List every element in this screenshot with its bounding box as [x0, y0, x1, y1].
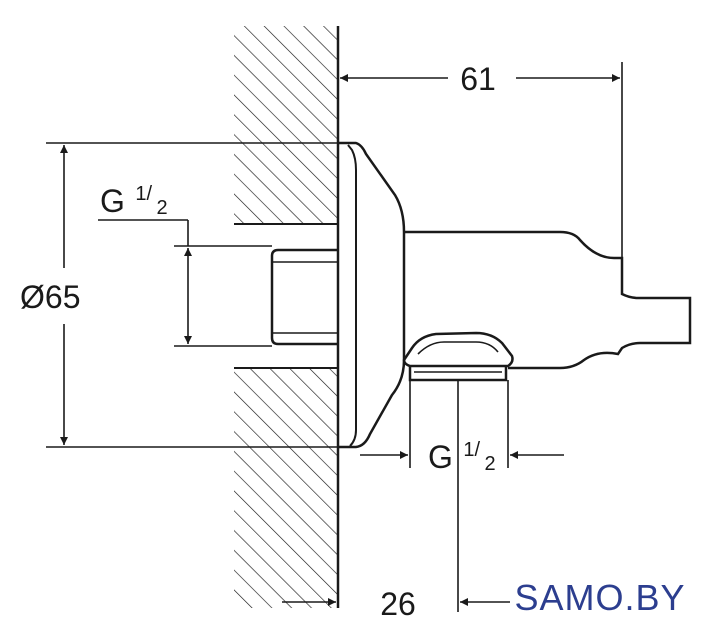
outlet-thread-label: G 1/ 2 [428, 439, 496, 475]
rear-threaded-nipple [270, 248, 338, 346]
dimension-diameter [46, 142, 350, 448]
outlet-nozzle [402, 331, 514, 382]
wall-flange [338, 141, 406, 449]
wall-hatch-lower [234, 368, 338, 608]
watermark-logo: SAMO.BY [514, 577, 685, 618]
dimension-outlet-thread [360, 380, 564, 468]
dimension-26-label: 26 [380, 586, 416, 622]
dimension-rear-thread [98, 219, 272, 347]
dimension-26 [282, 380, 510, 612]
union-body [404, 230, 692, 370]
wall-hatch-upper [234, 26, 338, 224]
rear-thread-label: G 1/ 2 [100, 183, 168, 219]
dimension-61 [340, 62, 623, 270]
wall-section [234, 26, 340, 608]
dimension-diameter-label: Ø65 [20, 279, 80, 315]
dimension-61-label: 61 [460, 61, 496, 97]
